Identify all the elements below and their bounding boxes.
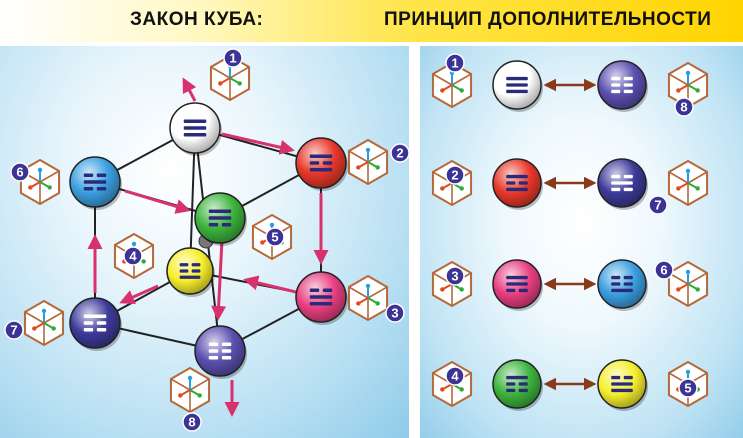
flow-arrow [243,275,297,294]
cube-icon: 7 [648,159,709,215]
trigram-ball [194,192,247,246]
trigram-icon [309,288,333,306]
trigram-ball [492,359,543,411]
cube-icon: 2 [347,138,410,186]
number-badge: 4 [123,246,143,266]
svg-text:8: 8 [188,415,195,430]
svg-text:7: 7 [654,198,661,213]
trigram-ball [194,325,247,379]
flow-arrow [124,189,191,214]
number-badge: 6 [10,162,30,182]
trigram-icon [611,76,633,94]
number-badge: 3 [445,266,465,286]
trigram-icon [506,174,528,192]
trigram-ball [169,102,222,156]
trigram-ball [492,60,543,112]
flow-arrow [221,132,295,155]
cube-icon: 3 [347,274,405,323]
trigram-ball [597,359,648,411]
cube-icon: 3 [431,260,473,308]
trigram-icon [611,174,633,192]
number-badge: 5 [265,227,285,247]
svg-text:1: 1 [451,56,458,71]
svg-text:2: 2 [396,146,403,161]
trigram-icon [506,375,528,393]
trigram-icon [506,275,528,293]
trigram-ball [492,259,543,311]
number-badge: 7 [4,320,24,340]
cube-icon: 4 [431,360,473,408]
title-cube-law: ЗАКОН КУБА: [130,9,264,30]
trigram-ball [492,158,543,210]
svg-text:7: 7 [10,323,17,338]
trigram-icon [83,314,107,332]
cube-icon: 1 [431,53,473,109]
cube-icon: 5 [251,213,293,261]
trigram-ball [295,271,348,325]
title-complementarity-principle: ПРИНЦИП ДОПОЛНИТЕЛЬНОСТИ [384,9,712,30]
number-badge: 2 [445,165,465,185]
flow-arrow [119,284,159,304]
trigram-ball [69,297,122,351]
trigram-icon [506,76,528,94]
svg-text:3: 3 [391,306,398,321]
svg-text:1: 1 [229,51,236,66]
svg-text:4: 4 [451,369,459,384]
number-badge: 6 [654,260,674,280]
cube-icon: 4 [113,232,155,280]
header-banner: ЗАКОН КУБА: ПРИНЦИП ДОПОЛНИТЕЛЬНОСТИ [0,0,743,42]
number-badge: 1 [445,53,465,73]
trigram-ball [69,156,122,210]
trigram-ball [295,137,348,191]
svg-text:2: 2 [451,168,458,183]
number-badge: 8 [674,97,694,117]
cube-icon: 5 [667,360,709,408]
trigram-icon [208,342,232,360]
svg-text:6: 6 [660,263,667,278]
trigram-icon [208,209,232,227]
cube-icon: 6 [10,158,61,206]
number-badge: 8 [182,412,202,432]
trigram-icon [183,119,207,137]
svg-text:5: 5 [271,230,278,245]
trigram-ball [597,60,648,112]
cube-icon: 8 [169,366,211,432]
cube-icon: 2 [431,159,473,207]
flow-arrow [211,239,227,321]
number-badge: 1 [223,48,243,68]
number-badge: 4 [445,366,465,386]
cube-icon: 8 [667,61,709,117]
trigram-icon [611,375,633,393]
trigram-icon [179,263,201,279]
number-badge: 5 [678,378,698,398]
number-badge: 3 [385,303,405,323]
svg-text:8: 8 [680,100,687,115]
trigram-icon [309,154,333,172]
cube-icon: 1 [209,48,251,102]
svg-text:5: 5 [684,381,691,396]
cube-icon: 7 [4,299,65,347]
svg-text:3: 3 [451,269,458,284]
flow-arrow [182,77,197,102]
trigram-icon [83,173,107,191]
trigram-icon [611,275,633,293]
svg-text:6: 6 [16,165,23,180]
number-badge: 2 [390,143,410,163]
svg-text:4: 4 [129,249,137,264]
cube-icon: 6 [654,260,709,308]
trigram-ball [597,259,648,311]
trigram-ball [166,247,215,297]
trigram-ball [597,158,648,210]
number-badge: 7 [648,195,668,215]
